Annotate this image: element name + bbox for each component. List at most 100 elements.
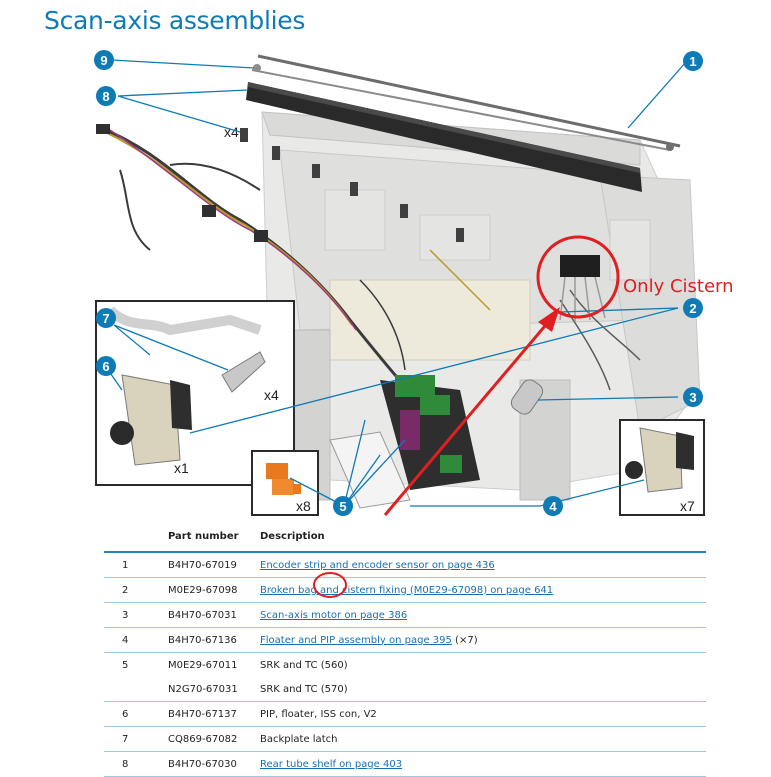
- table-row: 2 M0E29-67098 Broken bag and cistern fixin…: [104, 577, 706, 603]
- col-part-number-header: Part number: [168, 521, 260, 553]
- carriage-mounts: [240, 128, 464, 242]
- callout-6: 6: [96, 356, 116, 376]
- row-part-number-text: B4H70-67030: [168, 758, 237, 770]
- row-index: 2: [104, 577, 168, 603]
- row-description-text: PIP, floater, ISS con, V2: [260, 708, 377, 720]
- row-part-number: B4H70-67019: [168, 552, 260, 578]
- row-description[interactable]: Encoder strip and encoder sensor on page…: [260, 552, 706, 578]
- red-annotation: Only Cistern: [383, 235, 734, 516]
- table-row: 8 B4H70-67030 Rear tube shelf on page 403: [104, 751, 706, 777]
- row-part-number: B4H70-67031: [168, 602, 260, 628]
- cable-connector-left: [96, 124, 268, 242]
- row-description: Backplate latch: [260, 726, 706, 752]
- callout-leaders: [105, 59, 687, 507]
- row-description: PIP, floater, ISS con, V2: [260, 701, 706, 727]
- row-part-number: CQ869-67082: [168, 726, 260, 752]
- callout-1: 1: [683, 51, 703, 71]
- row-description: SRK and TC (560): [260, 653, 706, 678]
- printer-body: [261, 111, 701, 501]
- row-description-text: Backplate latch: [260, 733, 338, 745]
- row-index: 6: [104, 701, 168, 727]
- row-index: 3: [104, 602, 168, 628]
- row-part-number-text: B4H70-67031: [168, 609, 237, 621]
- callout-7: 7: [96, 308, 116, 328]
- row-description: SRK and TC (570): [260, 677, 706, 702]
- row-description-text[interactable]: Scan-axis motor on page 386: [260, 609, 408, 621]
- row-index: 4: [104, 627, 168, 653]
- row-description-text[interactable]: Floater and PIP assembly on page 395: [260, 634, 452, 646]
- row-part-number-text: M0E29-67011: [168, 659, 238, 671]
- row-index: 7: [104, 726, 168, 752]
- row-index-text: 1: [122, 559, 129, 571]
- inset-floater: x7: [619, 419, 705, 516]
- svg-text:2: 2: [689, 301, 696, 316]
- row-index-text: 2: [122, 584, 129, 596]
- callout-9: 9: [94, 50, 114, 70]
- cistern-fixing: [559, 255, 606, 322]
- row-index-text: 6: [122, 708, 129, 720]
- callout-4: 4: [543, 496, 563, 516]
- row-index-text: 3: [122, 609, 129, 621]
- row-index: 1: [104, 552, 168, 578]
- col-description-header: Description: [260, 521, 706, 553]
- table-row: 6 B4H70-67137 PIP, floater, ISS con, V2: [104, 701, 706, 727]
- table-row: 1 B4H70-67019 Encoder strip and encoder se…: [104, 552, 706, 578]
- row-part-number-text: B4H70-67136: [168, 634, 237, 646]
- table-header-row: Part number Description: [104, 521, 706, 553]
- row-part-number-text: N2G70-67031: [168, 683, 238, 695]
- row-description-text[interactable]: Encoder strip and encoder sensor on page…: [260, 559, 495, 571]
- svg-text:6: 6: [102, 359, 109, 374]
- svg-text:8: 8: [102, 89, 109, 104]
- row-description-text[interactable]: Rear tube shelf on page 403: [260, 758, 403, 770]
- row-index-text: 7: [122, 733, 129, 745]
- row-description[interactable]: Floater and PIP assembly on page 395 (×7…: [260, 627, 706, 653]
- row-part-number-text: B4H70-67137: [168, 708, 237, 720]
- row-description-text: SRK and TC (560): [260, 659, 348, 671]
- row-part-number: B4H70-67136: [168, 627, 260, 653]
- row-part-number: N2G70-67031: [168, 677, 260, 702]
- cable-bundle: [99, 126, 641, 394]
- row-part-number-text: B4H70-67019: [168, 559, 237, 571]
- row-part-number: B4H70-67030: [168, 751, 260, 777]
- pip-qty: x1: [174, 460, 189, 476]
- svg-text:4: 4: [549, 499, 557, 514]
- table-row: 7 CQ869-67082 Backplate latch: [104, 726, 706, 752]
- annotation-text: Only Cistern: [623, 276, 734, 297]
- row-index-text: 5: [122, 659, 129, 671]
- table-row: 5 M0E29-67011 SRK and TC (560): [104, 653, 706, 678]
- row-index-text: 8: [122, 758, 129, 770]
- row-part-number-text: CQ869-67082: [168, 733, 238, 745]
- row-part-number: M0E29-67011: [168, 653, 260, 678]
- row-index: 5: [104, 653, 168, 678]
- encoder-strip-rail: [251, 54, 681, 151]
- row-part-number: M0E29-67098: [168, 577, 260, 603]
- row-description[interactable]: Broken bag and cistern fixing (M0E29-670…: [260, 577, 706, 603]
- row-description[interactable]: Rear tube shelf on page 403: [260, 751, 706, 777]
- floater-qty: x7: [680, 498, 695, 514]
- row-index: 8: [104, 751, 168, 777]
- rear-tube-shelf: [246, 82, 642, 192]
- callout-8: 8: [96, 86, 116, 106]
- col-index-header: [104, 521, 168, 553]
- row-quantity-note: (×7): [451, 634, 478, 646]
- table-row: N2G70-67031 SRK and TC (570): [104, 677, 706, 702]
- row-part-number-text: M0E29-67098: [168, 584, 238, 596]
- mounts-qty: x4: [224, 124, 239, 140]
- scan-axis-motor: [510, 379, 544, 415]
- table-row: 3 B4H70-67031 Scan-axis motor on page 386: [104, 602, 706, 628]
- inset-srk: x8: [251, 450, 319, 516]
- svg-text:3: 3: [689, 390, 696, 405]
- svg-text:1: 1: [689, 54, 696, 69]
- callout-3: 3: [683, 387, 703, 407]
- parts-table: Part number Description 1 B4H70-67019 Enco…: [104, 521, 706, 777]
- svg-text:9: 9: [100, 53, 107, 68]
- callout-5: 5: [333, 496, 353, 516]
- row-description-text: SRK and TC (570): [260, 683, 348, 695]
- row-description-text[interactable]: Broken bag and cistern fixing (M0E29-670…: [260, 584, 554, 596]
- page-title: Scan-axis assemblies: [44, 6, 306, 35]
- row-part-number: B4H70-67137: [168, 701, 260, 727]
- callout-2: 2: [683, 298, 703, 318]
- latch-qty: x4: [264, 387, 279, 403]
- carriage-assembly: [380, 375, 480, 490]
- row-description[interactable]: Scan-axis motor on page 386: [260, 602, 706, 628]
